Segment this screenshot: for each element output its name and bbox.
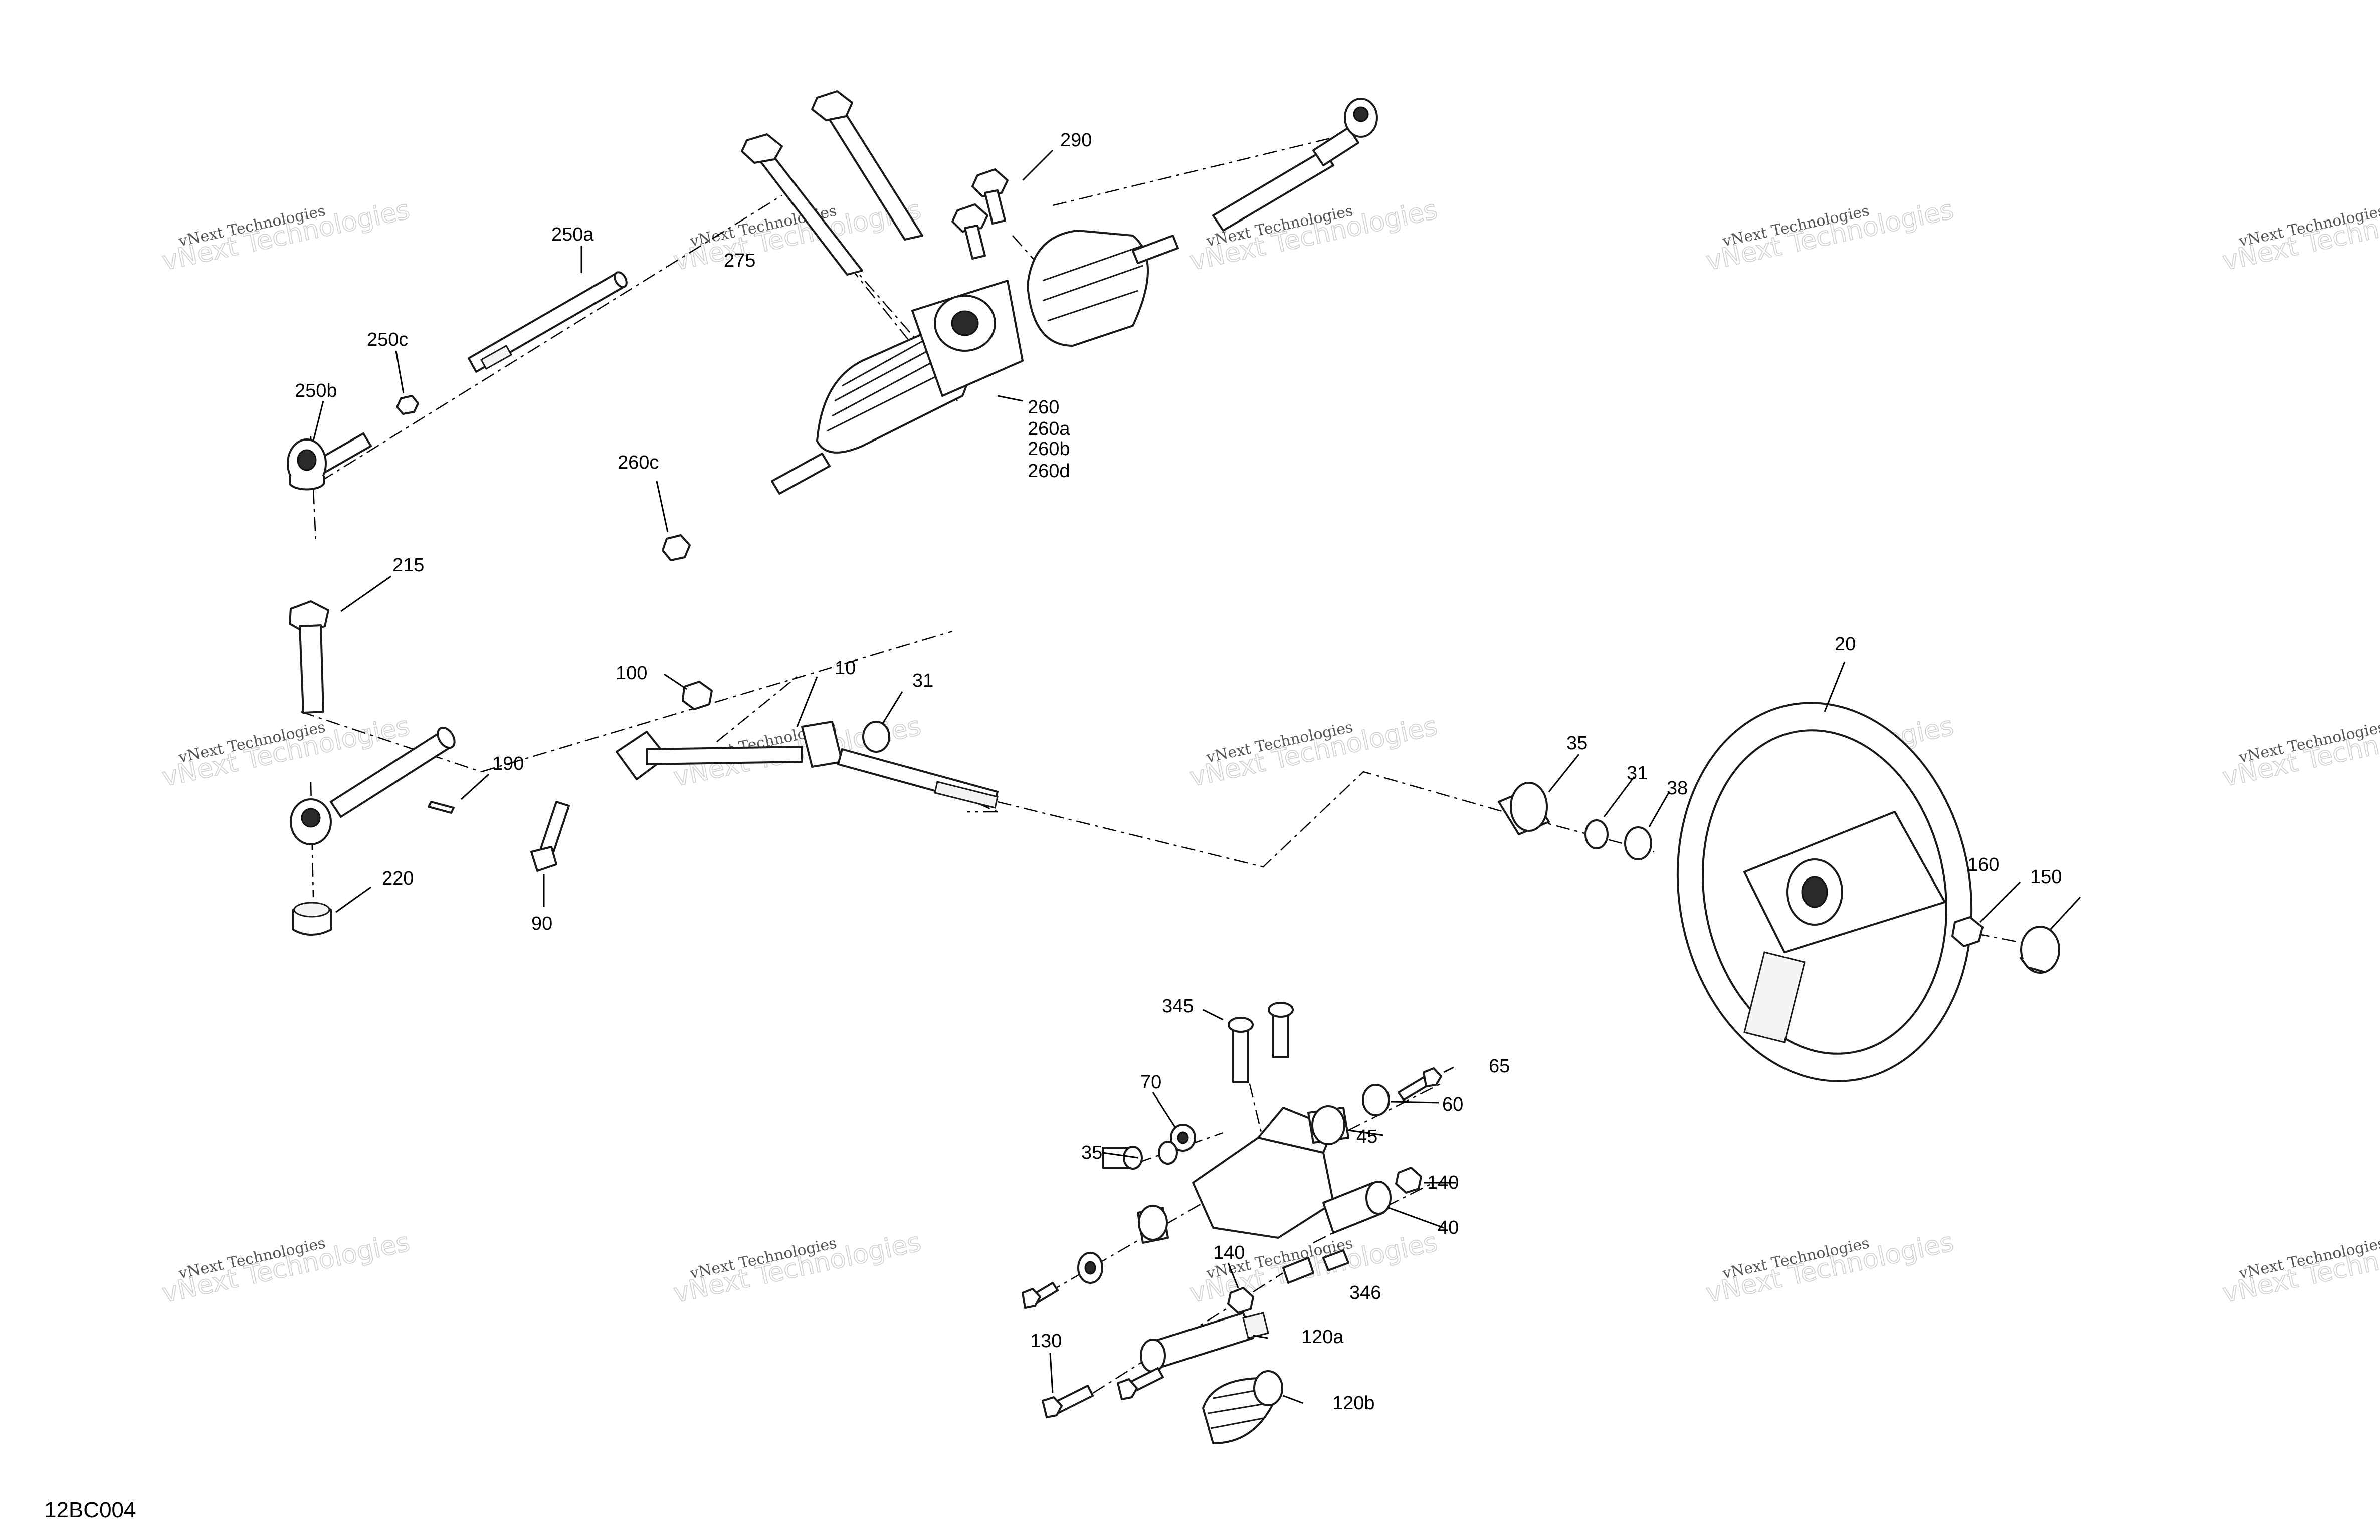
callout-100: 100	[616, 663, 647, 684]
bolt-130-b	[1117, 1367, 1164, 1400]
snap-ring-31-top	[862, 721, 890, 753]
callout-31b: 31	[1627, 763, 1648, 784]
watermark: vNext Technologies vNext Technologies	[1703, 1227, 1957, 1309]
callout-65: 65	[1489, 1056, 1510, 1077]
watermark: vNext Technologies vNext Technologies	[1187, 711, 1441, 793]
steering-wheel-20	[1676, 702, 1973, 1082]
bushing-35-lower	[1102, 1141, 1178, 1170]
bolt-345-b	[1268, 1002, 1294, 1058]
bolt-275-left	[741, 133, 863, 276]
bushing-70	[1170, 1124, 1196, 1152]
bushing-35-right	[1498, 782, 1550, 835]
bolt-65	[1398, 1067, 1442, 1101]
bolt-90	[530, 801, 570, 872]
callout-40: 40	[1438, 1217, 1459, 1238]
actuator-120a	[1140, 1312, 1269, 1373]
callout-220: 220	[382, 868, 414, 889]
callout-250c: 250c	[367, 329, 408, 350]
callout-35b: 35	[1081, 1142, 1102, 1163]
callout-45: 45	[1356, 1126, 1377, 1147]
bolt-290-b	[951, 203, 988, 260]
nut-140-right	[1395, 1167, 1422, 1194]
cap-150	[2019, 926, 2060, 974]
bushing-45	[1307, 1105, 1349, 1145]
callout-130: 130	[1030, 1331, 1062, 1352]
callout-260a: 260a	[1028, 418, 1070, 439]
callout-150: 150	[2030, 866, 2062, 888]
leader-lines	[312, 149, 2081, 1404]
watermark: vNext Technologies vNext Technologies	[2220, 711, 2380, 793]
bolt-345-a	[1228, 1017, 1254, 1083]
ring-38	[1624, 826, 1652, 860]
callout-250b: 250b	[295, 380, 337, 401]
watermark: vNext Technologies vNext Technologies	[2220, 194, 2380, 277]
nut-260c	[662, 534, 691, 561]
callout-260: 260	[1028, 397, 1059, 418]
steering-shaft-10	[616, 721, 999, 809]
castle-nut-220	[292, 902, 332, 936]
bushing-lower-left	[1137, 1205, 1169, 1244]
snap-ring-31-right	[1584, 819, 1609, 849]
callout-160: 160	[1967, 854, 1999, 875]
callout-20: 20	[1835, 634, 1856, 655]
bushing-60	[1362, 1084, 1390, 1116]
diagram-id: 12BC004	[44, 1498, 136, 1522]
callout-260c: 260c	[618, 452, 659, 473]
callout-10: 10	[835, 657, 856, 679]
callout-260b: 260b	[1028, 438, 1070, 460]
parts	[287, 90, 2060, 1444]
callout-260d: 260d	[1028, 461, 1070, 482]
callout-120a: 120a	[1301, 1327, 1344, 1348]
nut-140-lower	[1227, 1287, 1254, 1314]
steering-rack-260	[771, 230, 1179, 495]
callout-250a: 250a	[551, 224, 594, 245]
callout-90: 90	[531, 913, 552, 934]
bolt-290-a	[971, 168, 1009, 225]
callout-290: 290	[1060, 130, 1092, 151]
cotter-pin-190	[428, 801, 455, 814]
tie-rod-end-250b	[287, 432, 372, 491]
watermark: vNext Technologies vNext Technologies	[159, 194, 413, 277]
bracket-40	[1192, 1107, 1392, 1239]
callout-190: 190	[492, 753, 524, 774]
watermark: vNext Technologies vNext Technologies	[159, 1227, 413, 1309]
bolt-275-right	[811, 90, 923, 241]
watermark: vNext Technologies vNext Technologies	[1703, 194, 1957, 277]
jam-nut-250c	[396, 395, 419, 415]
callout-215: 215	[392, 555, 424, 576]
tie-rod-lower-left	[290, 726, 456, 845]
nut-100	[682, 681, 713, 710]
tie-rod-250a	[468, 271, 628, 373]
nut-160	[1951, 916, 1984, 947]
callout-140b: 140	[1213, 1242, 1245, 1263]
callout-120b: 120b	[1332, 1393, 1375, 1414]
bolt-215	[289, 600, 329, 714]
callout-346: 346	[1349, 1282, 1381, 1303]
callout-140a: 140	[1427, 1172, 1459, 1193]
watermark: vNext Technologies vNext Technologies	[2220, 1227, 2380, 1309]
outer-tie-rod-right	[1212, 98, 1378, 232]
callout-345: 345	[1162, 996, 1194, 1017]
watermark: vNext Technologies vNext Technologies	[671, 1227, 924, 1309]
boot-120b	[1202, 1370, 1283, 1444]
callout-275: 275	[724, 250, 755, 271]
callout-31a: 31	[912, 670, 933, 691]
spacer-lower	[1077, 1252, 1103, 1284]
callout-35a: 35	[1566, 733, 1588, 754]
callout-70: 70	[1140, 1072, 1161, 1093]
bolt-lower-left	[1022, 1282, 1059, 1309]
bolt-130	[1042, 1385, 1094, 1418]
clip-346	[1282, 1249, 1349, 1284]
callout-60: 60	[1442, 1094, 1463, 1115]
callout-38: 38	[1667, 778, 1688, 799]
callouts: 10 20 31 31 35 35 38 40 45 60 65 70 90 1…	[295, 130, 2062, 1414]
